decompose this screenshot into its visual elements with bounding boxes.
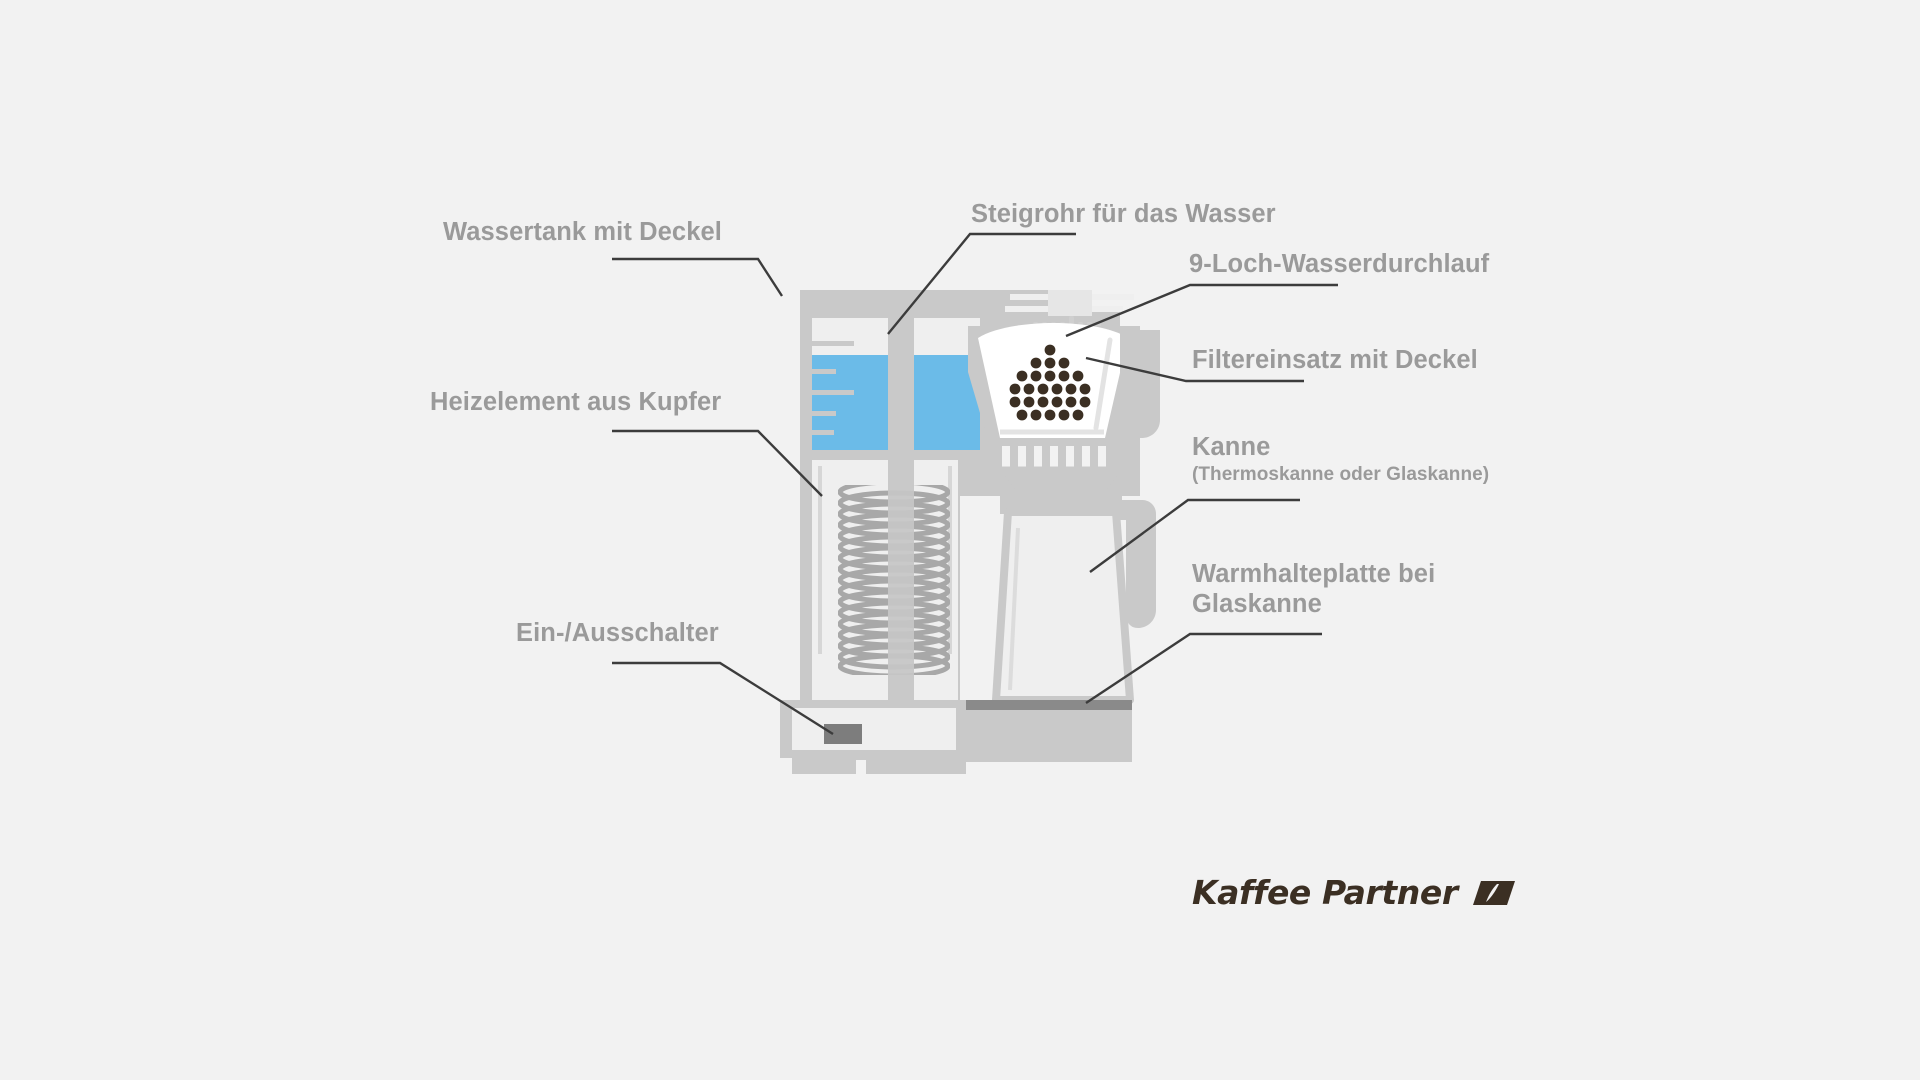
machine-base-inner [792, 708, 956, 750]
label-heizelement-aus-kupfer: Heizelement aus Kupfer [430, 388, 722, 416]
carafe-highlight [1008, 527, 1020, 691]
label-wassertank-mit-deckel: Wassertank mit Deckel [443, 218, 722, 246]
label-9-loch-wasserdurchlauf: 9-Loch-Wasserdurchlauf [1189, 250, 1490, 278]
label-ein-aus-schalter: Ein-/Ausschalter [516, 619, 719, 647]
carafe-group [989, 466, 1156, 704]
cavity-wall-left [818, 466, 822, 654]
machine-body-group [780, 290, 1160, 774]
leader-kanne [1089, 498, 1300, 573]
filter-drip-slats [1002, 446, 1106, 484]
label-warmhalteplatte-line2: Glaskanne [1192, 589, 1322, 618]
machine-right-arm [1120, 330, 1160, 438]
leader-steigrohr-line [887, 232, 1076, 335]
leader-neunloch [1065, 283, 1338, 338]
filter-insert-funnel [978, 323, 1128, 438]
lid-tab [1048, 290, 1092, 316]
label-filtereinsatz-mit-deckel: Filtereinsatz mit Deckel [1192, 346, 1478, 374]
machine-base-foot-right [866, 758, 966, 774]
label-steigrohr-fuer-das-wasser: Steigrohr für das Wasser [971, 200, 1276, 228]
kaffee-partner-logo: Kaffee Partner [1192, 876, 1516, 909]
coffee-bean-icon [1472, 880, 1515, 905]
label-kanne: Kanne (Thermoskanne oder Glaskanne) [1192, 433, 1489, 486]
machine-base-foot [792, 758, 856, 774]
leader-wassertank [612, 257, 784, 297]
filter-lid-line [1093, 337, 1113, 431]
water-level-scale [812, 341, 854, 435]
logo-wordmark: Kaffee Partner [1192, 873, 1458, 912]
label-kanne-subtitle: (Thermoskanne oder Glaskanne) [1192, 463, 1490, 485]
leader-schalter [612, 661, 834, 736]
warming-plate [964, 700, 1132, 710]
leader-filtereinsatz [1085, 356, 1304, 383]
carafe-base-block [964, 710, 1132, 762]
leader-lines [612, 232, 1338, 736]
leader-heizelement [612, 429, 823, 497]
power-switch [824, 724, 862, 744]
carafe-handle [1118, 500, 1156, 628]
label-warmhalteplatte-bei-glaskanne: Warmhalteplatte bei Glaskanne [1192, 560, 1435, 619]
label-kanne-title: Kanne [1192, 433, 1271, 461]
riser-tube-front [888, 485, 914, 675]
coffee-grounds-dots [1009, 344, 1091, 421]
label-warmhalteplatte-line1: Warmhalteplatte bei [1192, 560, 1436, 588]
leader-warmhalte [1085, 632, 1322, 704]
